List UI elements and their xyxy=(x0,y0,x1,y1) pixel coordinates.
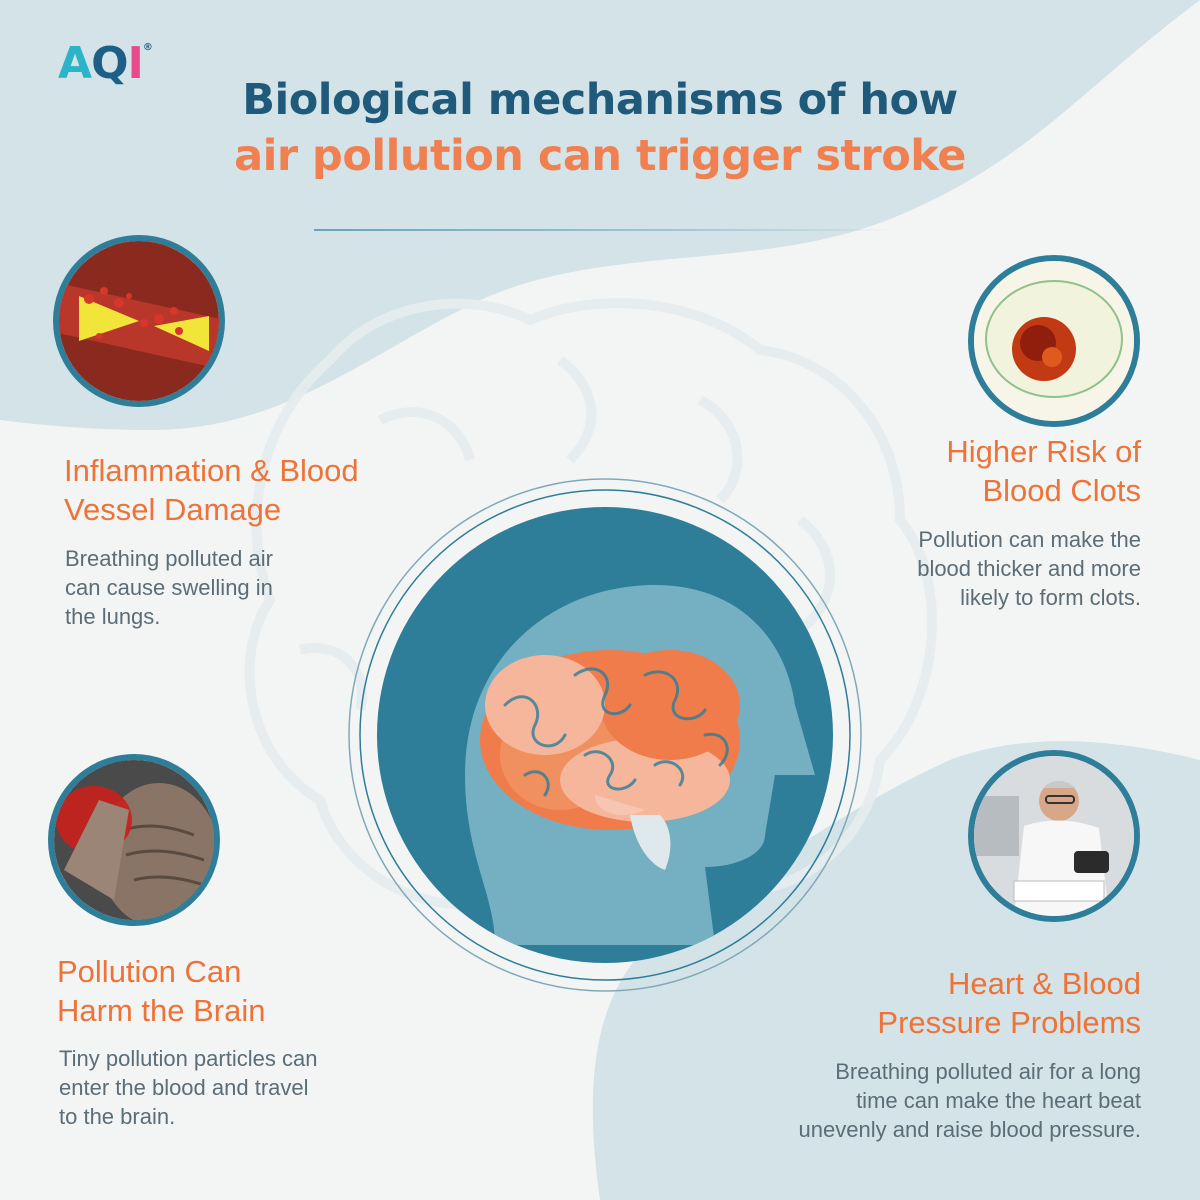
blood-pressure-monitor-man-image xyxy=(968,750,1140,922)
section-desc-heart-bp: Breathing polluted air for a long time c… xyxy=(798,1059,1141,1142)
title-divider xyxy=(314,229,894,231)
aqi-logo: AQI® xyxy=(58,38,153,89)
page-title: Biological mechanisms of how air polluti… xyxy=(0,74,1200,186)
section-heading-inflammation: Inflammation & Blood Vessel Damage xyxy=(64,453,359,527)
section-heading-blood-clots: Higher Risk of Blood Clots xyxy=(946,434,1141,508)
section-desc-blood-clots: Pollution can make the blood thicker and… xyxy=(917,527,1141,610)
blood-vessel-plaque-image xyxy=(53,235,225,407)
headache-elderly-person-image xyxy=(48,754,220,926)
title-line-1: Biological mechanisms of how xyxy=(242,75,958,125)
head-with-brain-icon xyxy=(348,478,862,992)
section-heading-brain-harm: Pollution Can Harm the Brain xyxy=(57,954,266,1028)
section-heading-heart-bp: Heart & Blood Pressure Problems xyxy=(877,966,1141,1040)
section-desc-inflammation: Breathing polluted air can cause swellin… xyxy=(65,546,273,629)
section-desc-brain-harm: Tiny pollution particles can enter the b… xyxy=(59,1046,318,1129)
blood-clot-cell-image xyxy=(968,255,1140,427)
title-line-2: air pollution can trigger stroke xyxy=(234,131,966,181)
